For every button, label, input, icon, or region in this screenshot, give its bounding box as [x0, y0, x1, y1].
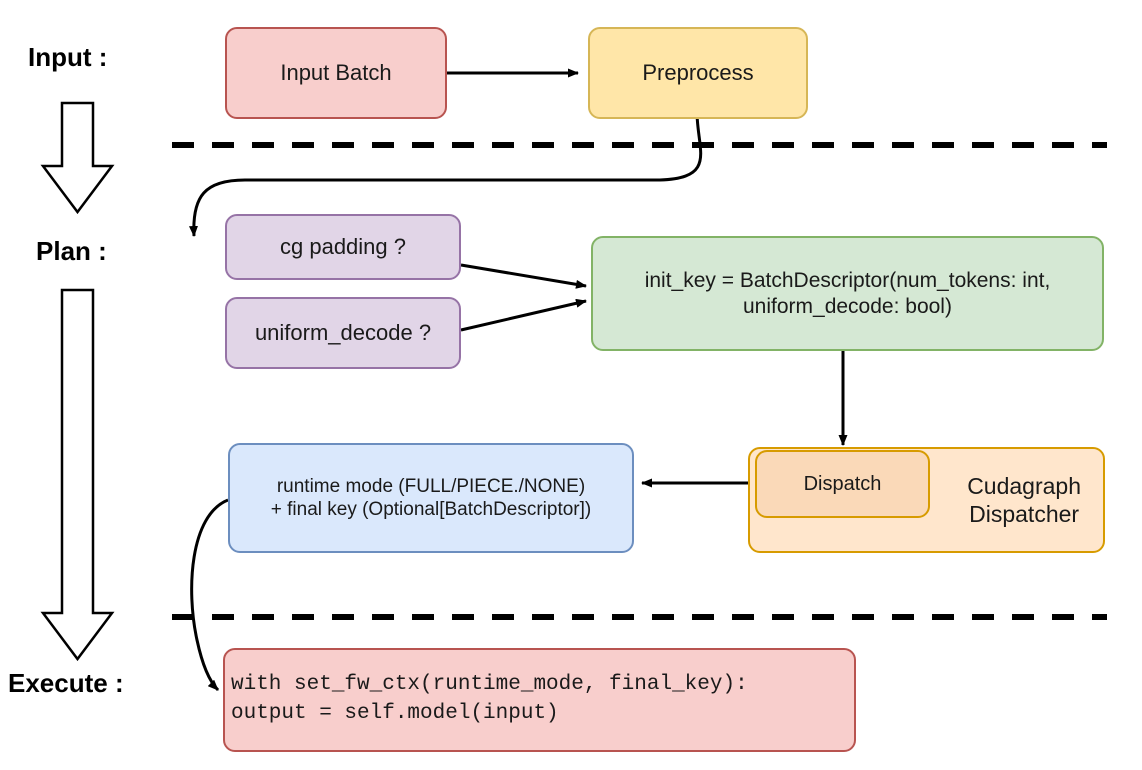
- stage-label-plan: Plan :: [36, 236, 107, 266]
- node-preprocess[interactable]: Preprocess: [588, 27, 808, 119]
- edge-cg-padding-to-init-key: [460, 263, 587, 289]
- stage-arrow-input-to-plan: [40, 101, 115, 215]
- node-dispatch[interactable]: Dispatch: [755, 450, 930, 518]
- node-init-key[interactable]: init_key = BatchDescriptor(num_tokens: i…: [591, 236, 1104, 351]
- node-input-batch[interactable]: Input Batch: [225, 27, 447, 119]
- edge-uniform-decode-to-init-key: [460, 298, 587, 332]
- node-cg-padding[interactable]: cg padding ?: [225, 214, 461, 280]
- stage-label-execute: Execute :: [8, 668, 124, 698]
- node-runtime-mode[interactable]: runtime mode (FULL/PIECE./NONE) + final …: [228, 443, 634, 553]
- node-execute-code[interactable]: with set_fw_ctx(runtime_mode, final_key)…: [223, 648, 856, 752]
- node-uniform-decode[interactable]: uniform_decode ?: [225, 297, 461, 369]
- stage-label-input: Input :: [28, 42, 108, 72]
- stage-arrow-plan-to-execute: [40, 288, 115, 662]
